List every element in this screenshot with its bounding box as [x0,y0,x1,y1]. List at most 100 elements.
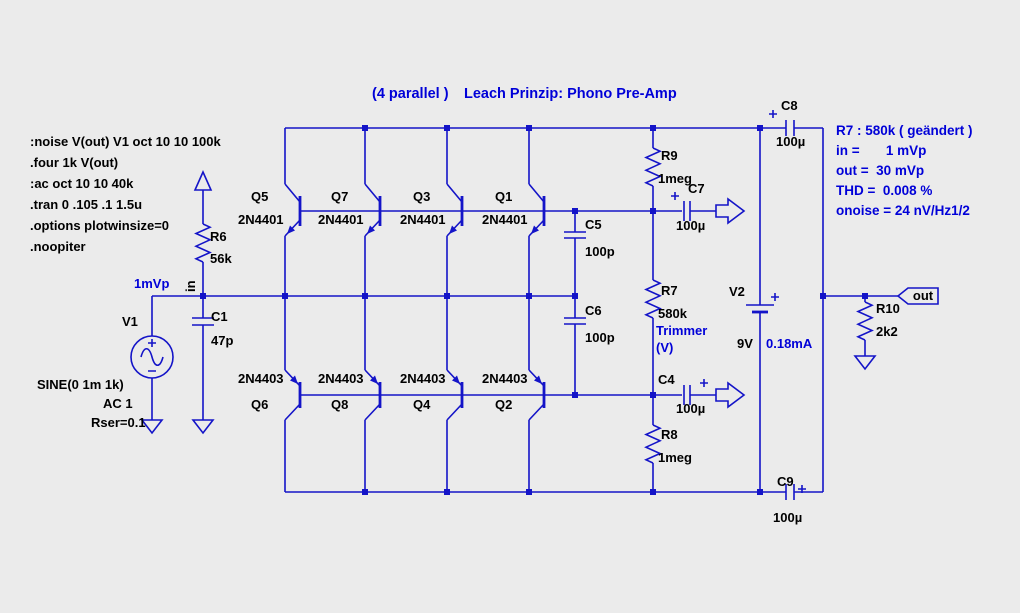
c8-ref[interactable]: C8 [781,98,798,113]
q4-ref[interactable]: Q4 [413,397,431,412]
r10-ref[interactable]: R10 [876,301,900,316]
directive-tran[interactable]: .tran 0 .105 .1 1.5u [30,197,143,212]
out-net-flag-icon[interactable] [896,287,939,305]
c6-capacitor-icon[interactable] [564,296,586,395]
q1-ref[interactable]: Q1 [495,189,513,204]
ground-icon [853,355,877,371]
q7-value[interactable]: 2N4401 [318,212,364,227]
q2-pnp-icon[interactable] [528,296,546,492]
r8-value[interactable]: 1meg [658,450,692,465]
c1-capacitor-icon[interactable] [191,296,215,435]
q8-pnp-icon[interactable] [364,296,382,492]
c6-value[interactable]: 100p [585,330,615,345]
r6-resistor-icon[interactable] [193,170,213,296]
q1-npn-icon[interactable] [528,128,546,296]
v1-rser[interactable]: Rser=0.1 [91,415,146,430]
ground-icon [191,419,215,435]
r10-resistor-icon[interactable] [853,296,877,371]
q2-value[interactable]: 2N4403 [482,371,528,386]
r9-ref[interactable]: R9 [661,148,678,163]
r7-ref[interactable]: R7 [661,283,678,298]
c1-ref[interactable]: C1 [211,309,228,324]
q1-value[interactable]: 2N4401 [482,212,528,227]
c6-ref[interactable]: C6 [585,303,602,318]
q3-npn-icon[interactable] [446,128,464,296]
q7-ref[interactable]: Q7 [331,189,349,204]
r7-trimmer-note2[interactable]: (V) [656,340,674,355]
r10-value[interactable]: 2k2 [876,324,898,339]
c7-value[interactable]: 100µ [676,218,706,233]
v2-ref[interactable]: V2 [729,284,745,299]
v1-voltage-source-icon[interactable] [130,296,174,435]
c7-capacitor-icon[interactable] [653,192,746,225]
r7-trimmer-note[interactable]: Trimmer [656,323,708,338]
v1-value[interactable]: SINE(0 1m 1k) [37,377,124,392]
r7-value[interactable]: 580k [658,306,687,321]
net-label-out[interactable]: out [912,288,934,303]
r6-ref[interactable]: R6 [210,229,227,244]
title-note-parallel[interactable]: (4 parallel ) [372,86,449,102]
r8-ref[interactable]: R8 [661,427,678,442]
c5-capacitor-icon[interactable] [564,211,586,296]
plus-mark-icon [700,379,708,387]
directive-noise[interactable]: :noise V(out) V1 oct 10 10 100k [30,134,221,149]
note-r7[interactable]: R7 : 580k ( geändert ) [836,123,973,138]
directive-four[interactable]: .four 1k V(out) [30,155,119,170]
r6-value[interactable]: 56k [210,251,232,266]
c4-capacitor-icon[interactable] [653,379,746,409]
c4-value[interactable]: 100µ [676,401,706,416]
c5-value[interactable]: 100p [585,244,615,259]
ground-icon [140,419,164,435]
q2-ref[interactable]: Q2 [495,397,513,412]
v1-ref[interactable]: V1 [122,314,138,329]
q5-npn-icon[interactable] [284,128,302,296]
plus-mark-icon [769,110,777,118]
note-onoise[interactable]: onoise = 24 nV/Hz1/2 [836,203,970,218]
c7-ref[interactable]: C7 [688,181,705,196]
q3-ref[interactable]: Q3 [413,189,431,204]
q6-ref[interactable]: Q6 [251,397,269,412]
directive-ac[interactable]: :ac oct 10 10 40k [30,176,134,191]
note-thd[interactable]: THD = 0.008 % [836,183,933,198]
plus-mark-icon [798,485,806,493]
c9-value[interactable]: 100µ [773,510,803,525]
note-out[interactable]: out = 30 mVp [836,163,925,178]
c8-capacitor-icon[interactable] [769,110,795,136]
q3-value[interactable]: 2N4401 [400,212,446,227]
q6-pnp-icon[interactable] [284,296,302,492]
r9-value[interactable]: 1meg [658,171,692,186]
q5-ref[interactable]: Q5 [251,189,269,204]
c5-ref[interactable]: C5 [585,217,602,232]
arrow-flag-icon [715,197,746,225]
v2-current-note[interactable]: 0.18mA [766,336,813,351]
r9-resistor-icon[interactable] [644,128,662,211]
v1-ac[interactable]: AC 1 [103,396,133,411]
net-label-in[interactable]: in [183,280,198,292]
title-main[interactable]: Leach Prinzip: Phono Pre-Amp [464,86,677,102]
q7-npn-icon[interactable] [364,128,382,296]
q8-ref[interactable]: Q8 [331,397,349,412]
directive-noopiter[interactable]: .noopiter [30,239,86,254]
v2-battery-icon[interactable] [746,128,779,492]
c9-capacitor-icon[interactable] [785,484,806,500]
arrow-flag-icon [715,381,746,409]
q8-value[interactable]: 2N4403 [318,371,364,386]
directive-options[interactable]: .options plotwinsize=0 [30,218,170,233]
rail-wires[interactable] [152,127,898,493]
note-in[interactable]: in = 1 mVp [836,143,927,158]
c8-value[interactable]: 100µ [776,134,806,149]
q6-value[interactable]: 2N4403 [238,371,284,386]
v2-value[interactable]: 9V [737,336,753,351]
plus-mark-icon [671,192,679,200]
q4-pnp-icon[interactable] [446,296,464,492]
c4-ref[interactable]: C4 [658,372,675,387]
c1-value[interactable]: 47p [211,333,234,348]
annotation-input-level[interactable]: 1mVp [134,276,170,291]
q5-value[interactable]: 2N4401 [238,212,284,227]
c9-ref[interactable]: C9 [777,474,794,489]
r7-resistor-icon[interactable] [644,211,662,395]
q4-value[interactable]: 2N4403 [400,371,446,386]
r8-resistor-icon[interactable] [644,395,662,492]
